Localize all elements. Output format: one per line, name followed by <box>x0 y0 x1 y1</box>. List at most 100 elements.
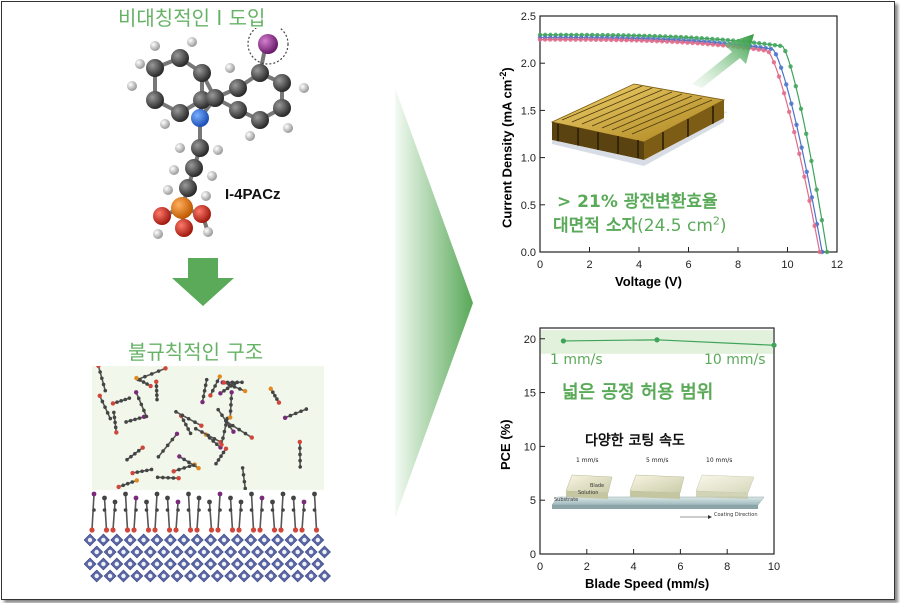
jv-series-point-pink <box>593 37 599 42</box>
random-molecule-atom <box>237 427 241 432</box>
random-molecule-atom <box>155 397 159 402</box>
random-molecule-atom <box>228 409 233 413</box>
random-molecule-atom <box>298 465 302 469</box>
bottom-heading: 불규칙적인 구조 <box>128 340 264 364</box>
sam-molecule-anchor <box>131 527 137 533</box>
random-molecule-atom <box>232 385 237 389</box>
lattice-atom <box>302 537 307 543</box>
lattice-atom <box>248 561 253 567</box>
jv-series-point-pink <box>715 42 721 48</box>
random-molecule-atom <box>136 448 141 453</box>
sam-molecule-head <box>196 495 202 501</box>
random-molecule-head <box>154 379 159 384</box>
jv-series-point-pink <box>802 174 807 179</box>
lattice-atom <box>288 537 294 543</box>
sam-molecule-head <box>270 499 275 505</box>
jv-series-point-blue <box>804 169 809 175</box>
sam-molecule-head <box>280 491 286 497</box>
random-molecule-head <box>177 454 182 459</box>
sam-molecule-anchor <box>110 527 116 533</box>
jv-series-point-pink <box>705 41 711 47</box>
jv-series-point-green <box>793 83 798 89</box>
jv-series-point-pink <box>619 37 624 43</box>
pce-x-tick-label: 6 <box>677 561 683 573</box>
jv-series-point-green <box>751 40 757 45</box>
inset-layer-solution: Solution <box>578 490 599 496</box>
random-molecule-atom <box>224 423 228 427</box>
jv-series-point-pink <box>583 37 588 42</box>
jv-series-point-green <box>725 37 731 43</box>
lattice-atom <box>215 573 220 579</box>
jv-y-tick-label: 1.0 <box>521 153 536 165</box>
jv-series-point-green <box>715 37 720 42</box>
lattice-atom <box>195 561 200 567</box>
sam-molecule-anchor <box>152 527 158 533</box>
jv-series-point-pink <box>807 198 812 203</box>
jv-series-point-pink <box>624 38 629 43</box>
molecule-diagram <box>127 28 309 239</box>
sam-molecule-chain <box>91 493 95 531</box>
jv-series-point-green <box>673 34 678 40</box>
random-molecule-head <box>223 446 229 451</box>
sam-molecule-chain <box>217 493 221 531</box>
lattice-atom <box>107 573 113 579</box>
random-molecule-head <box>130 470 135 476</box>
jv-series-point-pink <box>573 37 578 42</box>
lattice-atom <box>134 573 140 579</box>
random-molecule-atom <box>103 388 108 393</box>
random-molecule-head <box>97 393 102 398</box>
sam-molecule-chain <box>238 501 242 531</box>
jv-series-point-pink <box>817 249 822 255</box>
down-arrow-icon <box>172 258 234 306</box>
random-molecule-head <box>229 390 234 395</box>
jv-series-point-pink <box>761 48 766 53</box>
jv-series-point-pink <box>614 37 619 43</box>
lattice-atom <box>228 573 233 579</box>
lattice-atom <box>275 561 280 567</box>
pce-series-point <box>560 338 566 344</box>
random-molecule-atom <box>130 480 135 484</box>
lattice-atom <box>121 573 126 579</box>
random-molecule-atom <box>108 416 113 421</box>
random-molecule-anchor <box>228 415 233 420</box>
lattice-atom <box>114 537 119 543</box>
lattice-atom <box>141 537 146 543</box>
sam-molecule-anchor <box>313 527 320 533</box>
jv-series-point-pink <box>812 223 817 229</box>
random-molecule-atom <box>193 420 197 425</box>
random-molecule-atom <box>165 443 170 448</box>
jv-series-point-blue <box>773 52 779 57</box>
random-molecule-atom <box>161 449 165 453</box>
random-molecule-head <box>110 401 116 406</box>
pce-x-axis-label: Blade Speed (mm/s) <box>585 576 710 591</box>
lattice-atom <box>148 573 153 579</box>
lattice-atom <box>308 573 314 579</box>
coating-inset-illustration <box>551 474 765 519</box>
random-molecule-atom <box>145 468 149 473</box>
random-molecule-anchor <box>268 386 273 391</box>
random-molecule-atom <box>232 381 237 386</box>
sam-molecule-head <box>312 491 317 497</box>
sam-molecule-atom <box>291 508 296 512</box>
random-molecule-atom <box>298 458 302 463</box>
random-molecule-atom <box>133 451 137 456</box>
pce-series-point <box>654 337 660 343</box>
lattice-atom <box>248 537 253 543</box>
jv-series-point-blue <box>799 145 804 150</box>
lattice-atom <box>195 537 200 543</box>
substrate-illustration <box>84 491 331 583</box>
lattice-atom <box>154 537 160 543</box>
random-molecule-atom <box>149 467 154 472</box>
jv-series-point-green <box>809 158 814 164</box>
lattice-atom <box>141 561 146 567</box>
lattice-atom <box>275 537 280 543</box>
inset-speed-3: 10 mm/s <box>706 457 733 464</box>
random-molecule-atom <box>298 446 302 451</box>
sam-molecule-chain <box>154 493 158 531</box>
area-main-text: 대면적 소자 <box>553 216 638 236</box>
lattice-atom <box>101 537 106 543</box>
sam-molecule-atom <box>165 508 170 512</box>
random-molecule-atom <box>299 409 303 414</box>
random-molecule-chain <box>241 467 247 490</box>
lattice-atom <box>288 561 294 567</box>
